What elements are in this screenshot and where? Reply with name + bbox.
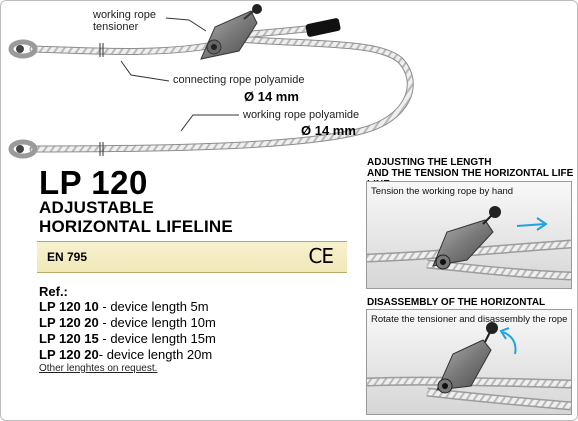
- adjust-illustration: [367, 206, 571, 281]
- footnote-other-lengths: Other lenghtes on request.: [39, 363, 158, 374]
- disassembly-illustration: [367, 322, 571, 411]
- lifeline-illustration: [8, 4, 414, 159]
- product-model: LP 120: [39, 164, 148, 201]
- reference-row: LP 120 15 - device length 15m: [39, 331, 216, 346]
- reference-code: LP 120 15: [39, 331, 99, 346]
- reference-text: - device length 5m: [98, 299, 209, 314]
- adjust-panel-photo: Tension the working rope by hand: [366, 181, 572, 289]
- reference-code: LP 120 10: [39, 299, 99, 314]
- product-subtitle-line2: HORIZONTAL LIFELINE: [39, 217, 233, 236]
- reference-row: LP 120 10 - device length 5m: [39, 299, 209, 314]
- connecting-rope-diameter: Ø 14 mm: [244, 89, 299, 104]
- reference-row: LP 120 20- device length 20m: [39, 347, 212, 362]
- rotate-arrow: [499, 327, 517, 355]
- disassembly-panel-caption: Rotate the tensioner and disassembly the…: [371, 314, 568, 325]
- rope-tensioner: [200, 4, 262, 60]
- eye-terminal-lower: [8, 139, 38, 159]
- reference-code: LP 120 20: [39, 347, 99, 362]
- connecting-rope-label: connecting rope polyamide: [173, 74, 305, 86]
- adjust-panel-caption: Tension the working rope by hand: [371, 186, 514, 197]
- reference-text: - device length 15m: [98, 331, 216, 346]
- reference-text: - device length 10m: [98, 315, 216, 330]
- rope-end-cap: [305, 18, 341, 37]
- reference-code: LP 120 20: [39, 315, 99, 330]
- standard-label: EN 795: [47, 250, 88, 264]
- ce-mark: CE: [308, 244, 334, 268]
- disassembly-panel-photo: Rotate the tensioner and disassembly the…: [366, 309, 572, 415]
- product-subtitle-line1: ADJUSTABLE: [39, 198, 155, 217]
- tensioner-photo-rotated: [436, 322, 498, 394]
- eye-terminal-upper: [8, 39, 38, 59]
- reference-row: LP 120 20 - device length 10m: [39, 315, 216, 330]
- standard-bar: EN 795 CE: [37, 241, 347, 273]
- tensioner-callout-line1: working rope: [93, 9, 156, 21]
- reference-label: Ref.:: [39, 284, 68, 299]
- working-rope-diameter: Ø 14 mm: [301, 123, 356, 138]
- reference-text: - device length 20m: [98, 347, 213, 362]
- tensioner-callout-line2: tensioner: [93, 21, 139, 33]
- pull-arrow: [516, 217, 548, 231]
- adjust-heading-line1: ADJUSTING THE LENGTH: [367, 157, 492, 168]
- working-rope-label: working rope polyamide: [243, 109, 360, 121]
- tensioner-callout: working rope tensioner: [93, 9, 156, 33]
- tensioner-photo: [432, 206, 501, 270]
